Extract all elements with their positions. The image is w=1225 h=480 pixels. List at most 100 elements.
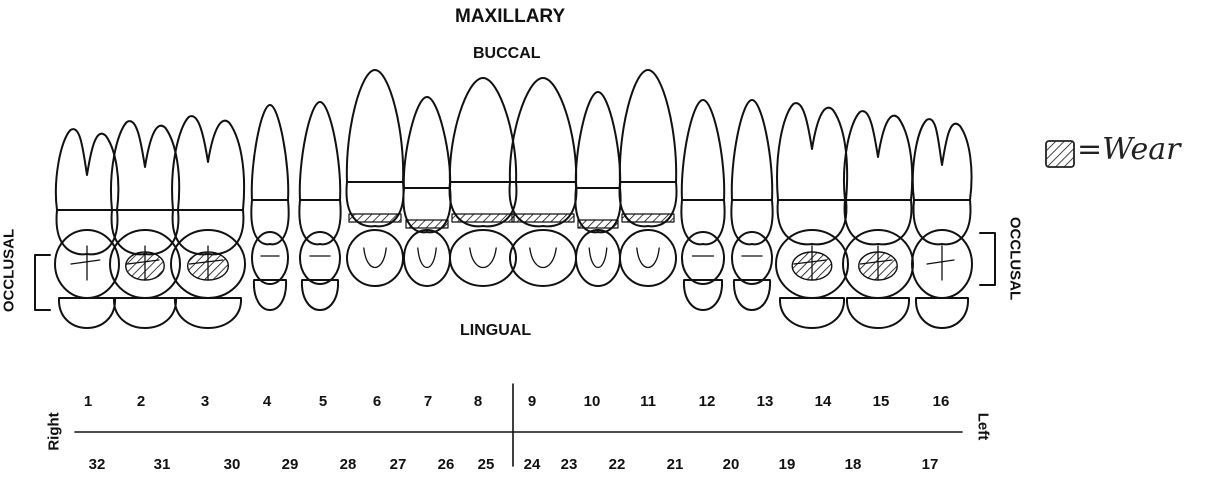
tooth-16 bbox=[912, 119, 972, 328]
tooth-8 bbox=[450, 78, 517, 286]
tooth-number-6: 6 bbox=[373, 393, 381, 410]
tooth-2 bbox=[110, 121, 180, 328]
occlusal-surface bbox=[404, 230, 450, 286]
occlusal-surface bbox=[682, 232, 724, 284]
wear-band bbox=[452, 214, 514, 222]
tooth-root bbox=[252, 105, 288, 200]
lingual-fossa bbox=[637, 248, 659, 268]
lingual-cusp bbox=[916, 298, 968, 328]
tooth-number-18: 18 bbox=[845, 456, 862, 473]
tooth-root bbox=[777, 103, 847, 200]
tooth-root bbox=[682, 100, 724, 200]
lingual-fossa bbox=[589, 248, 607, 268]
lingual-fossa bbox=[364, 248, 386, 268]
tooth-number-26: 26 bbox=[438, 456, 455, 473]
tooth-crown bbox=[681, 200, 724, 244]
lingual-fossa bbox=[470, 248, 496, 268]
tooth-number-24: 24 bbox=[524, 456, 541, 473]
wear-band bbox=[512, 214, 574, 222]
buccal-label: BUCCAL bbox=[473, 45, 541, 63]
tooth-number-28: 28 bbox=[340, 456, 357, 473]
lingual-cusp bbox=[847, 298, 909, 328]
wear-band bbox=[622, 214, 674, 222]
tooth-6 bbox=[346, 70, 403, 286]
occlusal-groove bbox=[71, 246, 100, 280]
wear-band bbox=[349, 214, 401, 222]
tooth-number-21: 21 bbox=[667, 456, 684, 473]
tooth-number-31: 31 bbox=[154, 456, 171, 473]
tooth-root bbox=[111, 121, 179, 210]
tooth-9 bbox=[510, 78, 577, 286]
lingual-cusp bbox=[114, 298, 176, 328]
tooth-number-16: 16 bbox=[933, 393, 950, 410]
wear-band bbox=[406, 220, 448, 228]
lingual-label: LINGUAL bbox=[460, 322, 531, 340]
occlusal-bracket-left bbox=[35, 255, 50, 310]
occlusal-label-right: OCCLUSAL bbox=[1007, 216, 1024, 302]
wear-area bbox=[188, 252, 229, 280]
occlusal-surface bbox=[510, 230, 576, 286]
tooth-number-5: 5 bbox=[319, 393, 327, 410]
side-label-right: Right bbox=[46, 410, 63, 454]
occlusal-surface bbox=[252, 232, 288, 284]
tooth-root bbox=[56, 129, 118, 210]
side-label-left: Left bbox=[975, 407, 992, 447]
hatched-square-icon bbox=[1046, 141, 1074, 167]
tooth-number-11: 11 bbox=[640, 393, 656, 410]
tooth-11 bbox=[619, 70, 676, 286]
chart-title: MAXILLARY bbox=[455, 6, 565, 28]
tooth-crown bbox=[251, 200, 288, 244]
tooth-root bbox=[172, 116, 244, 210]
tooth-root bbox=[347, 70, 403, 182]
lingual-cusp bbox=[175, 298, 241, 328]
tooth-1 bbox=[55, 129, 119, 328]
tooth-number-10: 10 bbox=[584, 393, 601, 410]
tooth-number-13: 13 bbox=[757, 393, 774, 410]
tooth-root bbox=[844, 111, 912, 200]
wear-area bbox=[792, 252, 832, 280]
tooth-12 bbox=[681, 100, 724, 310]
tooth-number-4: 4 bbox=[263, 393, 271, 410]
tooth-13 bbox=[731, 100, 772, 310]
tooth-root bbox=[450, 78, 516, 182]
occlusal-surface bbox=[732, 232, 772, 284]
lingual-fossa bbox=[418, 248, 436, 268]
tooth-crown bbox=[299, 200, 340, 244]
tooth-number-2: 2 bbox=[137, 393, 145, 410]
tooth-number-25: 25 bbox=[478, 456, 495, 473]
tooth-root bbox=[576, 92, 620, 188]
occlusal-surface bbox=[620, 230, 676, 286]
lingual-cusp bbox=[780, 298, 844, 328]
tooth-14 bbox=[776, 103, 848, 328]
occlusal-surface bbox=[576, 230, 620, 286]
tooth-number-3: 3 bbox=[201, 393, 209, 410]
tooth-root bbox=[732, 100, 772, 200]
tooth-crown bbox=[731, 200, 772, 244]
tooth-5 bbox=[299, 102, 340, 310]
tooth-number-30: 30 bbox=[224, 456, 241, 473]
tooth-root bbox=[404, 97, 450, 188]
tooth-number-9: 9 bbox=[528, 393, 536, 410]
tooth-15 bbox=[843, 111, 913, 328]
tooth-7 bbox=[403, 97, 450, 286]
tooth-number-27: 27 bbox=[390, 456, 407, 473]
tooth-root bbox=[300, 102, 340, 200]
tooth-number-20: 20 bbox=[723, 456, 740, 473]
occlusal-surface bbox=[450, 230, 516, 286]
occlusal-label-left: OCCLUSAL bbox=[1, 228, 18, 314]
tooth-10 bbox=[575, 92, 620, 286]
tooth-number-12: 12 bbox=[699, 393, 716, 410]
tooth-number-32: 32 bbox=[89, 456, 106, 473]
wear-band bbox=[578, 220, 618, 228]
occlusal-bracket-right bbox=[980, 233, 995, 285]
tooth-number-22: 22 bbox=[609, 456, 626, 473]
tooth-root bbox=[510, 78, 576, 182]
tooth-number-15: 15 bbox=[873, 393, 890, 410]
lingual-fossa bbox=[530, 248, 556, 268]
tooth-number-1: 1 bbox=[84, 393, 92, 410]
tooth-4 bbox=[251, 105, 288, 310]
tooth-root bbox=[620, 70, 676, 182]
tooth-root bbox=[913, 119, 972, 200]
